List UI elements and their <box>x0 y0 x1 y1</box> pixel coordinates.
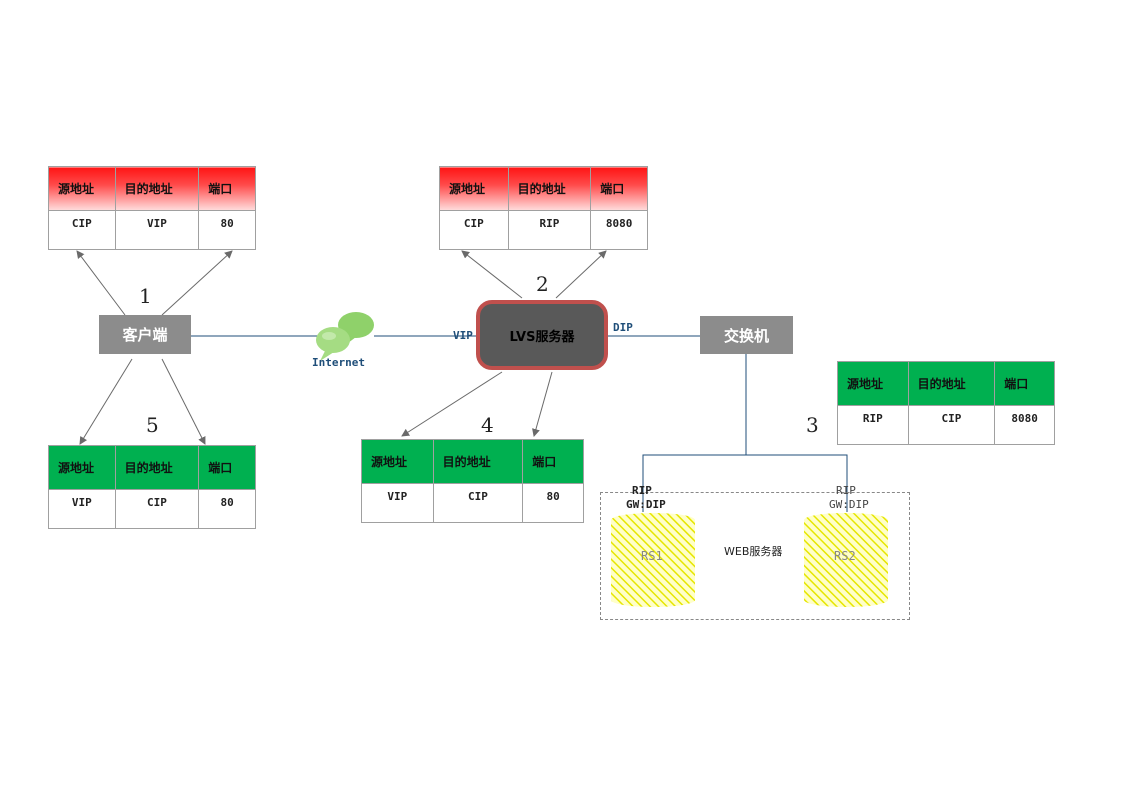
header-port: 端口 <box>198 166 256 211</box>
client-node: 客户端 <box>99 315 191 354</box>
cell-port: 8080 <box>590 210 648 250</box>
header-src: 源地址 <box>361 439 434 484</box>
arrow-lvs-to-table4-a <box>401 371 503 437</box>
header-dst: 目的地址 <box>507 166 592 211</box>
cell-src: CIP <box>48 210 116 250</box>
step-1: 1 <box>139 284 152 308</box>
rs2-cylinder-icon <box>804 513 888 607</box>
rs1-label: RS1 <box>641 549 663 563</box>
cell-dst: RIP <box>507 210 592 250</box>
arrow-client-to-table5-b <box>161 358 206 445</box>
cell-port: 80 <box>522 483 584 523</box>
web-server-label: WEB服务器 <box>724 545 783 558</box>
cell-dst: VIP <box>114 210 200 250</box>
switch-node: 交换机 <box>700 316 793 354</box>
internet-icon <box>316 312 374 361</box>
cell-dst: CIP <box>432 483 524 523</box>
dip-label: DIP <box>613 321 633 334</box>
arrow-client-to-table5-a <box>79 358 133 445</box>
cell-src: RIP <box>837 405 909 445</box>
rs2-rip-label: RIP <box>836 484 856 497</box>
cell-dst: CIP <box>114 489 200 529</box>
web-server-group <box>600 492 910 620</box>
step-3: 3 <box>806 413 819 437</box>
internet-label: Internet <box>312 356 365 369</box>
cell-port: 8080 <box>994 405 1055 445</box>
table-5: 源地址 目的地址 端口 VIP CIP 80 <box>48 445 256 529</box>
cell-dst: CIP <box>907 405 996 445</box>
lvs-server-node: LVS服务器 <box>476 300 608 370</box>
header-port: 端口 <box>994 361 1055 406</box>
arrow-lvs-to-table2-b <box>555 250 607 299</box>
header-src: 源地址 <box>439 166 509 211</box>
arrow-client-to-table1-a <box>76 250 126 316</box>
header-port: 端口 <box>198 445 256 490</box>
vip-label: VIP <box>453 329 473 342</box>
arrow-lvs-to-table2-a <box>461 250 523 299</box>
header-dst: 目的地址 <box>114 445 200 490</box>
arrow-client-to-table1-b <box>161 250 233 316</box>
table-4: 源地址 目的地址 端口 VIP CIP 80 <box>361 439 584 523</box>
rs1-gw-label: GW:DIP <box>626 498 666 511</box>
step-2: 2 <box>536 272 549 296</box>
header-dst: 目的地址 <box>432 439 524 484</box>
link-switch-rs2 <box>746 454 848 512</box>
header-src: 源地址 <box>48 166 116 211</box>
cell-port: 80 <box>198 489 256 529</box>
cell-src: VIP <box>361 483 434 523</box>
rs2-label: RS2 <box>834 549 856 563</box>
table-3: 源地址 目的地址 端口 RIP CIP 8080 <box>837 361 1055 445</box>
header-dst: 目的地址 <box>114 166 200 211</box>
rs1-cylinder-icon <box>611 513 695 607</box>
cell-src: CIP <box>439 210 509 250</box>
header-port: 端口 <box>522 439 584 484</box>
header-src: 源地址 <box>837 361 909 406</box>
header-dst: 目的地址 <box>907 361 996 406</box>
rs1-rip-label: RIP <box>632 484 652 497</box>
step-5: 5 <box>146 413 159 437</box>
header-src: 源地址 <box>48 445 116 490</box>
header-port: 端口 <box>590 166 648 211</box>
cell-src: VIP <box>48 489 116 529</box>
table-2: 源地址 目的地址 端口 CIP RIP 8080 <box>439 166 648 250</box>
arrow-lvs-to-table4-b <box>532 371 553 437</box>
rs2-gw-label: GW:DIP <box>829 498 869 511</box>
cell-port: 80 <box>198 210 256 250</box>
table-1: 源地址 目的地址 端口 CIP VIP 80 <box>48 166 256 250</box>
link-switch-rs <box>642 354 747 512</box>
step-4: 4 <box>481 413 494 437</box>
